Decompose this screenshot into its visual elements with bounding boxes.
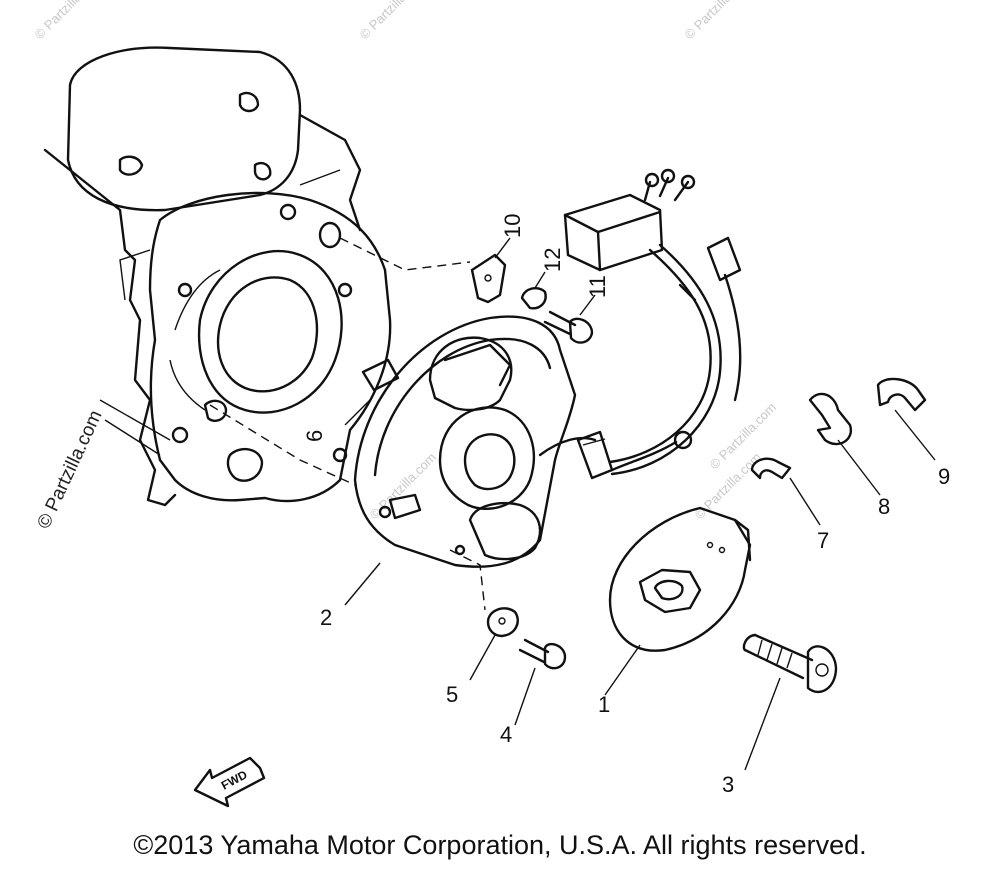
callout-3: 3 bbox=[722, 772, 734, 797]
part-3-bolt bbox=[742, 633, 838, 771]
watermark-top-left: © Partzilla.com bbox=[32, 0, 105, 42]
part-8-clamp bbox=[808, 392, 881, 496]
callout-6: 6 bbox=[302, 430, 327, 442]
callout-7: 7 bbox=[817, 528, 829, 553]
forward-arrow-icon: FWD bbox=[193, 756, 266, 808]
part-4-screw bbox=[514, 638, 567, 726]
part-7-clamp bbox=[750, 457, 821, 526]
callout-4: 4 bbox=[500, 722, 512, 747]
callout-11: 11 bbox=[585, 275, 610, 298]
side-watermark: © Partzilla.com bbox=[33, 407, 106, 532]
part-12-washer bbox=[520, 271, 547, 310]
part-1-timing-plate bbox=[604, 506, 752, 696]
callout-8: 8 bbox=[878, 494, 890, 519]
part-6-dowel bbox=[344, 358, 400, 426]
watermark-top-right: © Partzilla.com bbox=[682, 0, 755, 42]
part-9-clamp bbox=[876, 377, 936, 461]
stator-assembly bbox=[344, 315, 614, 606]
assembly-lines bbox=[209, 237, 486, 611]
part-10-bracket bbox=[470, 237, 511, 304]
copyright-notice: ©2013 Yamaha Motor Corporation, U.S.A. A… bbox=[133, 830, 867, 860]
cdi-unit bbox=[563, 168, 742, 476]
callout-5: 5 bbox=[446, 682, 458, 707]
callout-2: 2 bbox=[320, 605, 332, 630]
callout-10: 10 bbox=[500, 214, 525, 238]
crankcase-drawing bbox=[43, 46, 392, 507]
callout-labels: 1 2 3 4 5 6 7 8 9 10 11 12 bbox=[302, 214, 950, 797]
part-11-screw bbox=[543, 294, 596, 344]
callout-12: 12 bbox=[540, 248, 565, 272]
callout-9: 9 bbox=[938, 464, 950, 489]
callout-1: 1 bbox=[598, 692, 610, 717]
watermark-top-center: © Partzilla.com bbox=[357, 0, 430, 42]
part-5-washer bbox=[469, 607, 519, 681]
